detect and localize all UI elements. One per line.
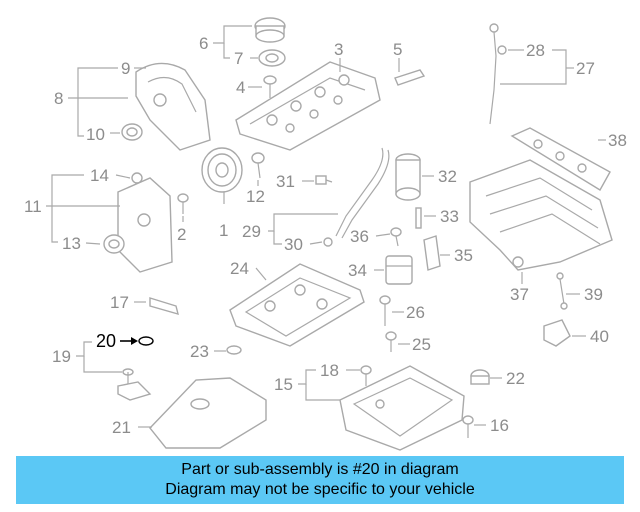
callout-6: 6 <box>199 34 208 53</box>
bolt-16 <box>462 415 474 438</box>
timing-cover-lower <box>117 177 173 273</box>
callout-18: 18 <box>320 361 339 380</box>
callout-29: 29 <box>242 222 261 241</box>
pump-19 <box>117 368 152 401</box>
callout-13: 13 <box>62 234 81 253</box>
banner-line-2: Diagram may not be specific to your vehi… <box>165 481 475 498</box>
highlight-arrow-20 <box>120 337 138 345</box>
callout-1: 1 <box>219 221 228 240</box>
bolt-25 <box>385 331 397 352</box>
plug-22 <box>470 369 490 385</box>
callout-19: 19 <box>52 347 71 366</box>
intake-manifold <box>469 159 613 271</box>
crank-pulley <box>201 147 243 193</box>
callout-39: 39 <box>584 285 603 304</box>
bolt-26 <box>379 295 391 326</box>
actuator-40 <box>543 319 571 347</box>
callout-30: 30 <box>284 235 303 254</box>
oil-pan-upper <box>229 263 365 347</box>
callout-36: 36 <box>350 227 369 246</box>
oil-pan-lower <box>339 365 465 451</box>
seal-10 <box>121 123 143 141</box>
o-ring-23 <box>226 345 242 355</box>
callout-10: 10 <box>86 125 105 144</box>
callout-24: 24 <box>230 259 249 278</box>
callout-37: 37 <box>510 285 529 304</box>
callout-28: 28 <box>526 41 545 60</box>
intake-gasket <box>510 127 611 191</box>
callout-8: 8 <box>54 89 63 108</box>
callout-34: 34 <box>348 261 367 280</box>
callout-33: 33 <box>440 207 459 226</box>
parts-diagram: 1 2 3 4 5 6 7 8 9 10 11 12 13 14 15 16 1… <box>24 17 627 451</box>
callout-15: 15 <box>274 375 293 394</box>
valve-cover <box>235 61 381 151</box>
link-39 <box>556 272 568 310</box>
o-ring-20 <box>138 336 154 346</box>
callout-12: 12 <box>246 187 265 206</box>
dipstick-tube <box>323 147 390 247</box>
callout-32: 32 <box>438 167 457 186</box>
callout-31: 31 <box>276 172 295 191</box>
callout-4: 4 <box>236 78 245 97</box>
callout-7: 7 <box>234 49 243 68</box>
bolt-36 <box>390 227 402 247</box>
bolt-12 <box>251 152 265 179</box>
callout-25: 25 <box>412 335 431 354</box>
callout-21: 21 <box>112 418 131 437</box>
callout-17: 17 <box>110 293 129 312</box>
bolt-2 <box>177 193 189 214</box>
callout-23: 23 <box>190 342 209 361</box>
bolt-18 <box>360 365 372 386</box>
lower-cover-21 <box>149 377 267 449</box>
dipstick <box>489 23 507 125</box>
callout-26: 26 <box>406 303 425 322</box>
plug-14 <box>131 172 143 184</box>
callout-5: 5 <box>393 40 402 59</box>
seal-13 <box>103 234 125 254</box>
sensor-31 <box>315 175 333 185</box>
leader-lines <box>46 25 606 428</box>
callout-11: 11 <box>24 197 42 216</box>
callout-9: 9 <box>121 59 130 78</box>
gasket-5 <box>394 69 426 86</box>
callout-labels: 1 2 3 4 5 6 7 8 9 10 11 12 13 14 15 16 1… <box>24 34 627 437</box>
bolt-4 <box>263 75 277 98</box>
callout-14: 14 <box>90 166 109 185</box>
strainer-tube <box>149 297 179 316</box>
filter-housing <box>385 255 413 285</box>
callout-3: 3 <box>334 40 343 59</box>
banner-line-1: Part or sub-assembly is #20 in diagram <box>181 461 459 478</box>
callout-22: 22 <box>506 369 525 388</box>
callout-40: 40 <box>590 327 609 346</box>
oil-filter <box>395 153 421 201</box>
oil-filler-cap <box>254 17 286 67</box>
callout-27: 27 <box>576 59 595 78</box>
timing-cover-upper <box>135 62 211 151</box>
callout-2: 2 <box>177 225 186 244</box>
callout-20: 20 <box>96 331 116 351</box>
gasket-35 <box>423 235 441 271</box>
callout-38: 38 <box>608 131 627 150</box>
callout-35: 35 <box>454 246 473 265</box>
pin-33 <box>415 207 422 229</box>
info-banner: Part or sub-assembly is #20 in diagram D… <box>16 456 624 504</box>
callout-16: 16 <box>490 416 509 435</box>
